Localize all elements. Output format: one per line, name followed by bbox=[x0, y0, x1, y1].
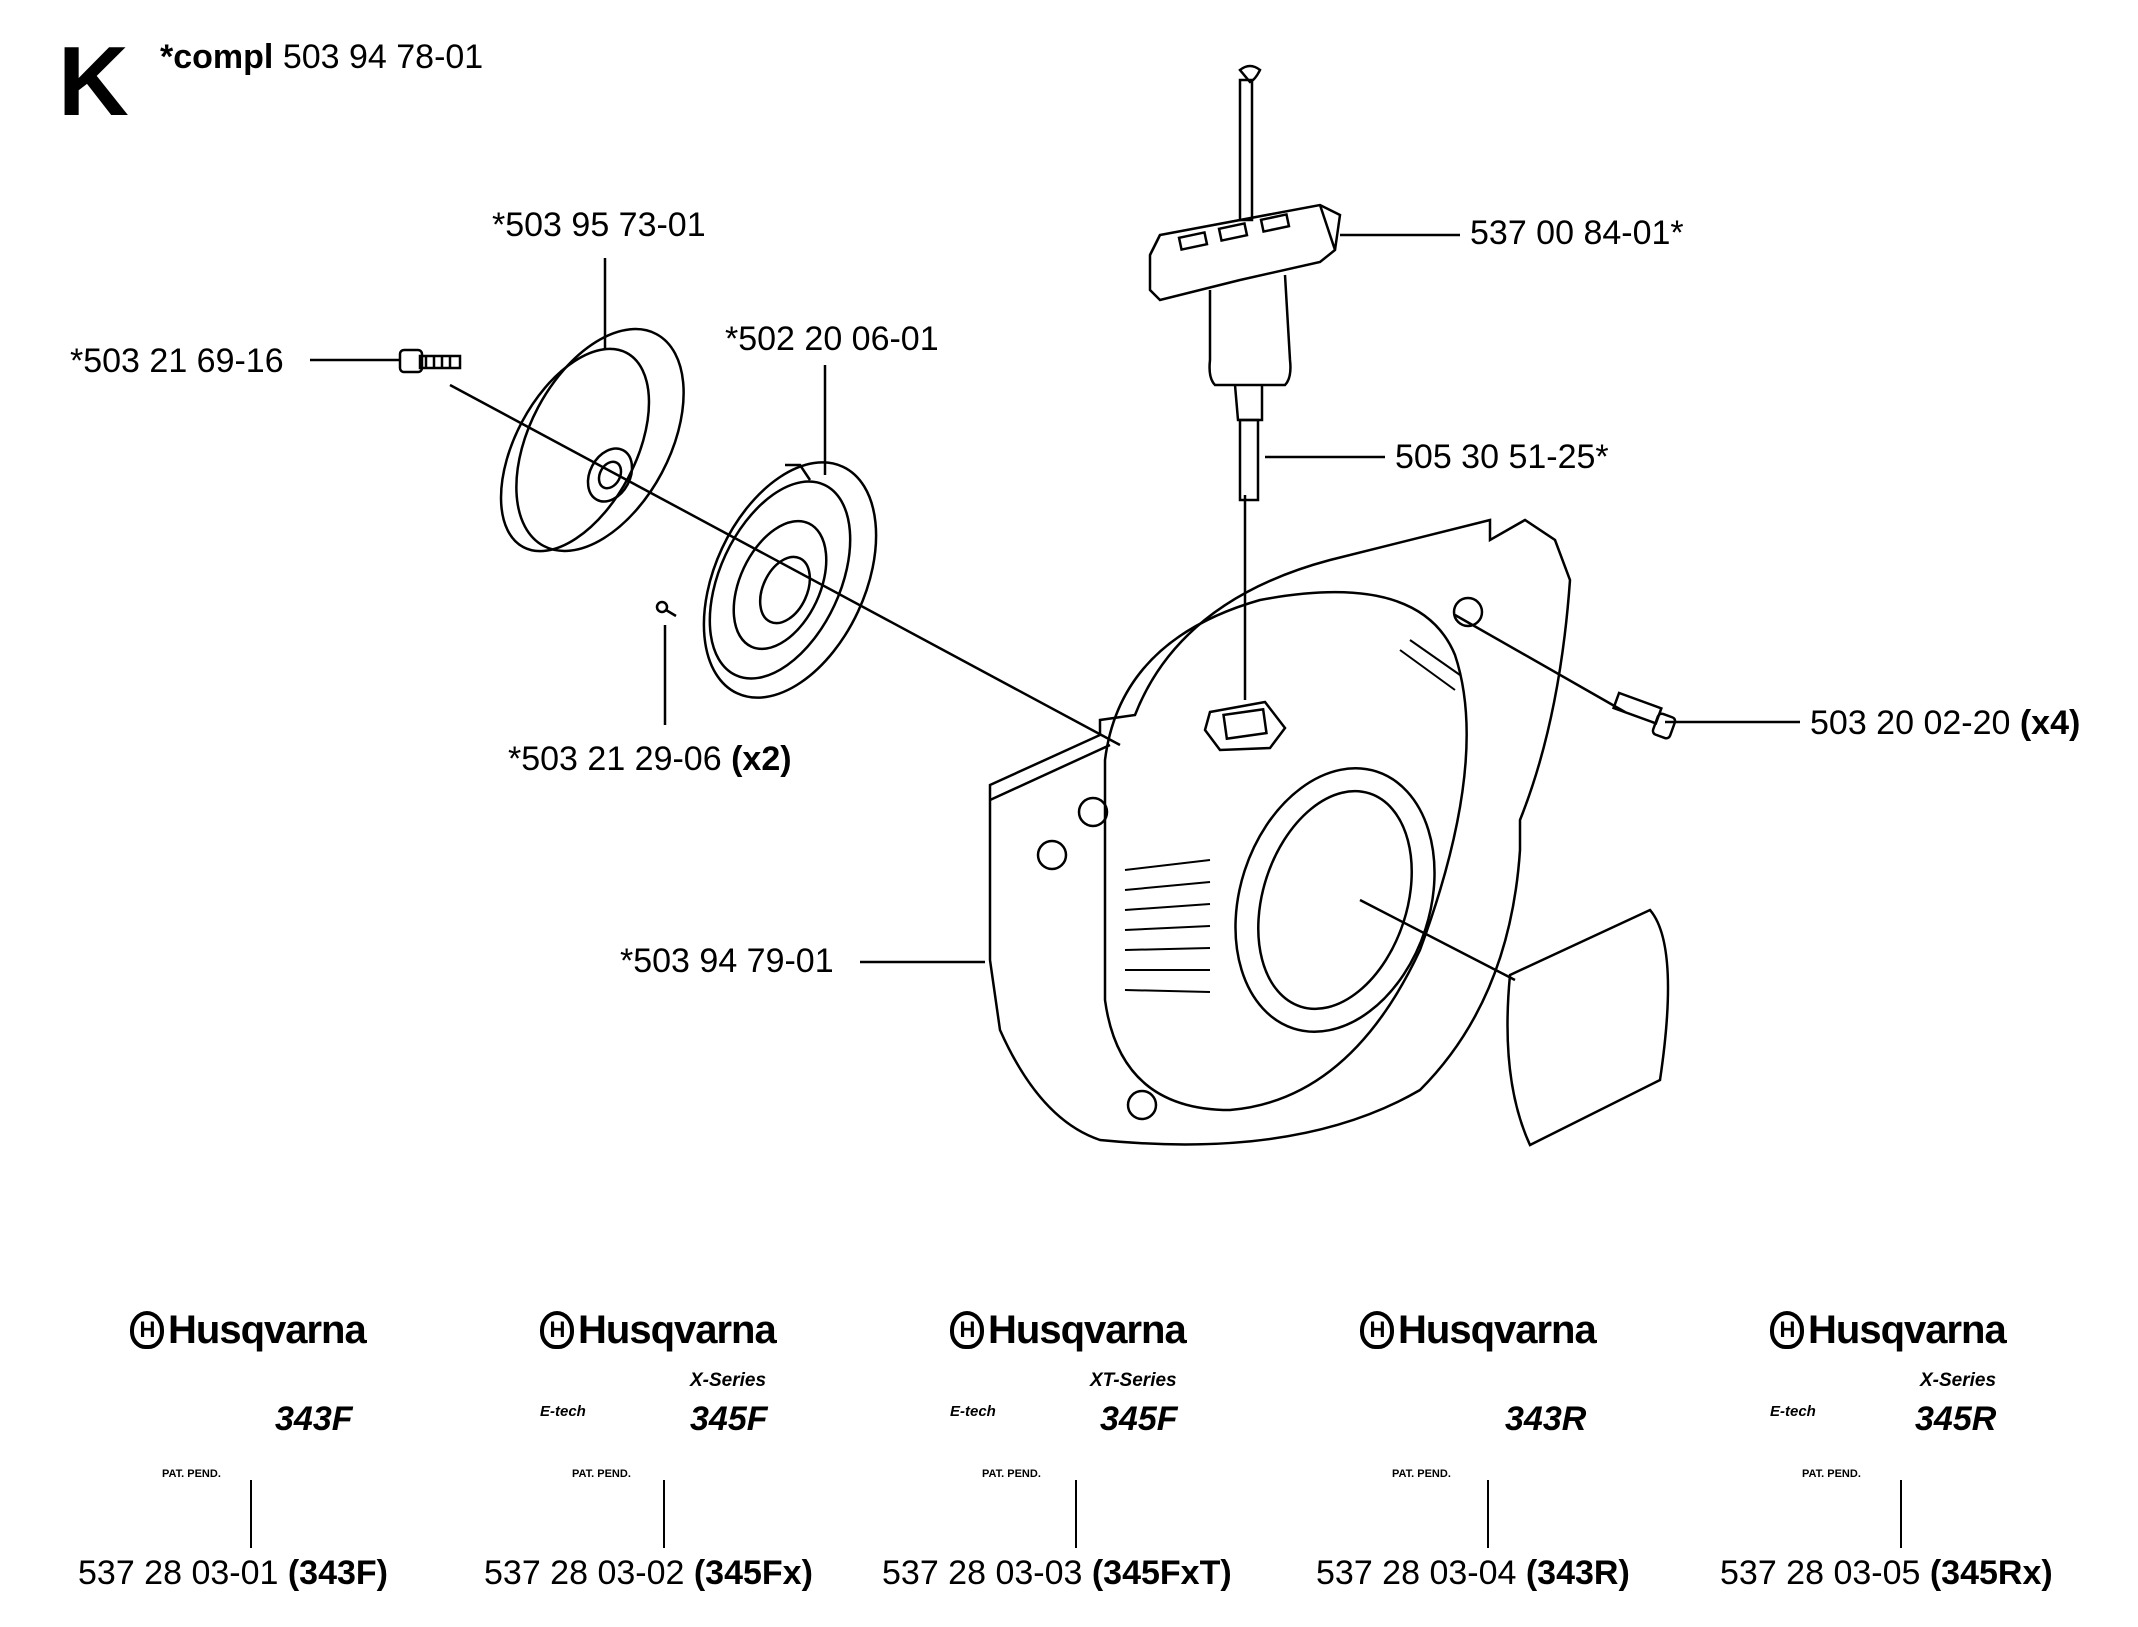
decal-pat: PAT. PEND. bbox=[572, 1468, 631, 1480]
decal-model: 345R bbox=[1915, 1400, 1997, 1438]
callout-pulley: *503 95 73-01 bbox=[492, 206, 706, 244]
decal-part-2: 537 28 03-02 (345Fx) bbox=[484, 1556, 813, 1590]
husqvarna-crown-icon: H bbox=[540, 1311, 574, 1349]
leader-lines bbox=[310, 233, 1800, 964]
assembly-header: *compl 503 94 78-01 bbox=[160, 40, 483, 74]
decal-pat: PAT. PEND. bbox=[162, 1468, 221, 1480]
callout-bolt-right: 503 20 02-20 (x4) bbox=[1810, 706, 2080, 740]
decal-etech: E-tech bbox=[1770, 1403, 1816, 1420]
brand-name: Husqvarna bbox=[988, 1308, 1187, 1352]
spring-part bbox=[702, 461, 878, 699]
bolt-right-qty: (x4) bbox=[2019, 704, 2081, 742]
small-screw-part-number: *503 21 29-06 bbox=[508, 740, 722, 778]
brand-name: Husqvarna bbox=[578, 1308, 777, 1352]
decal-series: X-Series bbox=[690, 1370, 767, 1391]
decal-part-number: 537 28 03-02 bbox=[484, 1554, 685, 1592]
decal-part-4: 537 28 03-04 (343R) bbox=[1316, 1556, 1630, 1590]
decal-pat: PAT. PEND. bbox=[1392, 1468, 1451, 1480]
decal-leader-3 bbox=[1075, 1480, 1077, 1548]
decal-leader-4 bbox=[1487, 1480, 1489, 1548]
callout-rope: 505 30 51-25* bbox=[1395, 438, 1609, 476]
decal-variant: (345Fx) bbox=[693, 1554, 813, 1592]
decal-etech: E-tech bbox=[950, 1403, 996, 1420]
section-letter: K bbox=[58, 26, 129, 136]
husqvarna-crown-icon: H bbox=[130, 1311, 164, 1349]
decal-part-number: 537 28 03-01 bbox=[78, 1554, 279, 1592]
decal-variant: (343R) bbox=[1525, 1554, 1630, 1592]
pulley-part bbox=[499, 327, 685, 553]
bolt-top-part bbox=[398, 348, 462, 374]
decal-variant: (345FxT) bbox=[1091, 1554, 1232, 1592]
assembly-prefix: *compl bbox=[160, 38, 274, 76]
decal-model: 345F bbox=[690, 1400, 768, 1438]
handle-part bbox=[1148, 64, 1342, 502]
decal-model: 343F bbox=[275, 1400, 353, 1438]
assembly-part-number: 503 94 78-01 bbox=[282, 38, 484, 76]
housing-part bbox=[988, 518, 1572, 1146]
decal-part-number: 537 28 03-03 bbox=[882, 1554, 1083, 1592]
husqvarna-crown-icon: H bbox=[1770, 1311, 1804, 1349]
bolt-right-part-number: 503 20 02-20 bbox=[1810, 704, 2011, 742]
brand-name: Husqvarna bbox=[1398, 1308, 1597, 1352]
decal-pat: PAT. PEND. bbox=[982, 1468, 1041, 1480]
callout-spring: *502 20 06-01 bbox=[725, 320, 939, 358]
decal-model: 345F bbox=[1100, 1400, 1178, 1438]
decal-leader-5 bbox=[1900, 1480, 1902, 1548]
decal-series: X-Series bbox=[1920, 1370, 1997, 1391]
decal-part-5: 537 28 03-05 (345Rx) bbox=[1720, 1556, 2053, 1590]
husqvarna-crown-icon: H bbox=[950, 1311, 984, 1349]
decal-part-number: 537 28 03-04 bbox=[1316, 1554, 1517, 1592]
callout-housing: *503 94 79-01 bbox=[620, 942, 834, 980]
brand-name: Husqvarna bbox=[1808, 1308, 2007, 1352]
decal-etech: E-tech bbox=[540, 1403, 586, 1420]
husqvarna-crown-icon: H bbox=[1360, 1311, 1394, 1349]
assembly-axis bbox=[449, 383, 1626, 982]
small-screw-qty: (x2) bbox=[731, 740, 792, 778]
decal-model: 343R bbox=[1505, 1400, 1587, 1438]
callout-bolt-top: *503 21 69-16 bbox=[70, 342, 284, 380]
decal-part-3: 537 28 03-03 (345FxT) bbox=[882, 1556, 1232, 1590]
decal-variant: (343F) bbox=[287, 1554, 388, 1592]
decal-variant: (345Rx) bbox=[1929, 1554, 2053, 1592]
callout-handle: 537 00 84-01* bbox=[1470, 214, 1684, 252]
brand-name: Husqvarna bbox=[168, 1308, 367, 1352]
decal-sticker-part bbox=[1506, 908, 1670, 1147]
decal-leader-2 bbox=[663, 1480, 665, 1548]
decal-pat: PAT. PEND. bbox=[1802, 1468, 1861, 1480]
callout-small-screw: *503 21 29-06 (x2) bbox=[508, 742, 792, 776]
bolt-right-part bbox=[1611, 691, 1677, 740]
decal-leader-1 bbox=[250, 1480, 252, 1548]
decal-series: XT-Series bbox=[1090, 1370, 1177, 1391]
decal-part-number: 537 28 03-05 bbox=[1720, 1554, 1921, 1592]
small-screw-part bbox=[655, 600, 677, 618]
decal-part-1: 537 28 03-01 (343F) bbox=[78, 1556, 388, 1590]
